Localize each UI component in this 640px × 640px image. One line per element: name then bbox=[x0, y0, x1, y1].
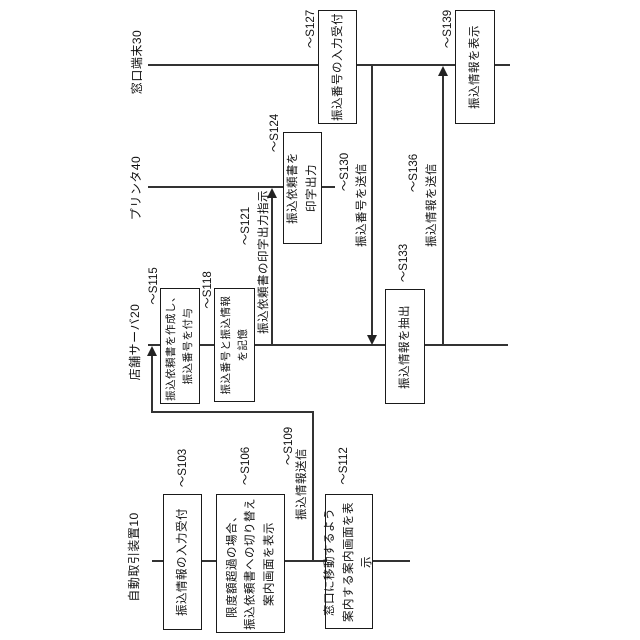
step-box-s112: 窓口に移動するよう 案内する案内画面を表示 bbox=[324, 494, 374, 629]
lane-label-counter-terminal: 窓口端末30 bbox=[129, 29, 144, 95]
message-s130-line bbox=[371, 65, 373, 337]
message-s109-arrowhead bbox=[147, 346, 157, 356]
step-box-s124: 振込依頼書を 印字出力 bbox=[283, 132, 322, 244]
step-tag-s130: 〜S130 bbox=[339, 152, 351, 192]
step-tag-s112: 〜S112 bbox=[338, 447, 350, 485]
message-s130-arrowhead bbox=[367, 335, 377, 345]
lifeline-store-server bbox=[148, 344, 508, 346]
message-label-s109: 振込情報送信 bbox=[296, 448, 308, 520]
step-tag-s118: 〜S118 bbox=[202, 271, 214, 309]
message-s121-arrowhead bbox=[267, 188, 277, 198]
step-tag-s139: 〜S139 bbox=[442, 9, 454, 49]
step-tag-s124: 〜S124 bbox=[269, 113, 281, 153]
step-text-s127: 振込番号の入力受付 bbox=[331, 13, 344, 121]
step-tag-s121: 〜S121 bbox=[240, 206, 252, 246]
step-tag-s127: 〜S127 bbox=[305, 9, 317, 49]
lane-label-store-server: 店舗サーバ20 bbox=[127, 303, 142, 381]
step-text-s139: 振込情報を表示 bbox=[468, 25, 481, 109]
step-tag-s115: 〜S115 bbox=[148, 267, 160, 305]
step-text-s115: 振込依頼書を作成し、 振込番号を付与 bbox=[165, 291, 194, 401]
step-box-s106: 限度額超過の場合、 振込依頼書への切り替え 案内画面を表示 bbox=[216, 494, 285, 633]
message-s136-arrowhead bbox=[438, 66, 448, 76]
step-tag-s136: 〜S136 bbox=[408, 153, 420, 193]
step-box-s118: 振込番号と振込情報 を記憶 bbox=[214, 288, 255, 402]
step-text-s106: 限度額超過の場合、 振込依頼書への切り替え 案内画面を表示 bbox=[225, 497, 275, 630]
step-text-s103: 振込情報の入力受付 bbox=[176, 508, 189, 616]
lane-label-printer: プリンタ40 bbox=[128, 155, 143, 221]
message-s109-line-right bbox=[312, 411, 314, 561]
step-box-s103: 振込情報の入力受付 bbox=[163, 494, 202, 630]
message-s109-line-horizontal bbox=[151, 411, 313, 413]
step-text-s133: 振込情報を抽出 bbox=[398, 304, 411, 389]
step-box-s127: 振込番号の入力受付 bbox=[318, 10, 357, 124]
step-box-s139: 振込情報を表示 bbox=[455, 10, 495, 124]
message-label-s136: 振込情報を送信 bbox=[426, 163, 438, 247]
message-s136-line bbox=[442, 73, 444, 345]
step-tag-s133: 〜S133 bbox=[398, 243, 410, 283]
lane-label-atm: 自動取引装置10 bbox=[126, 512, 141, 602]
step-tag-s103: 〜S103 bbox=[177, 448, 189, 488]
step-tag-s106: 〜S106 bbox=[240, 446, 252, 486]
step-text-s124: 振込依頼書を 印字出力 bbox=[286, 152, 318, 224]
step-text-s112: 窓口に移動するよう 案内する案内画面を表示 bbox=[324, 501, 374, 622]
message-label-s130: 振込番号を送信 bbox=[356, 163, 368, 247]
step-text-s118: 振込番号と振込情報 を記憶 bbox=[219, 295, 249, 395]
step-box-s133: 振込情報を抽出 bbox=[385, 289, 425, 404]
message-s121-line bbox=[271, 195, 273, 345]
step-box-s115: 振込依頼書を作成し、 振込番号を付与 bbox=[160, 288, 200, 404]
lifeline-printer bbox=[148, 186, 335, 188]
message-s109-line-left bbox=[151, 352, 153, 413]
message-label-s121: 振込依頼書の印字出力指示 bbox=[258, 190, 270, 334]
